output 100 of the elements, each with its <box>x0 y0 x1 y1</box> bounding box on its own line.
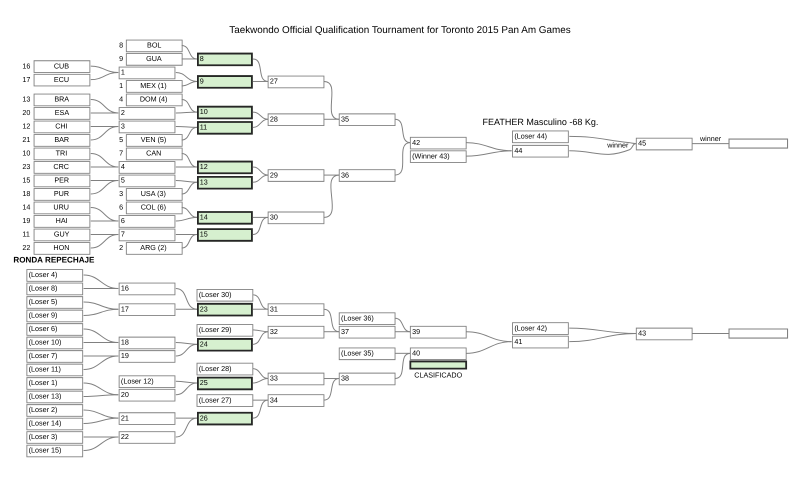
edge-label: winner <box>607 140 628 150</box>
legend-label: CLASIFICADO <box>414 370 462 380</box>
node-label: 1 <box>119 81 124 90</box>
node-box: 29 <box>268 169 324 182</box>
node-box: (Loser 30) <box>196 288 254 302</box>
node-label: 2 <box>119 243 124 252</box>
connector <box>175 418 198 419</box>
node-box: MEX (1) <box>126 80 183 93</box>
node-box: BAR <box>34 134 90 147</box>
node-box: (Loser 2) <box>26 404 84 417</box>
connector <box>323 174 340 176</box>
connector <box>83 342 119 344</box>
node-box: 18 <box>118 336 176 350</box>
edge-label: winner <box>700 134 722 144</box>
connector <box>252 80 269 82</box>
connector <box>466 341 512 354</box>
node-box: 41 <box>512 336 569 348</box>
label: FEATHER Masculino -68 Kg. <box>482 117 598 128</box>
connector <box>175 166 198 168</box>
node-box: 5 <box>118 174 176 188</box>
node-box: (Loser 12) <box>118 375 176 388</box>
node-box: (Loser 10) <box>26 336 84 350</box>
node-box <box>728 138 788 149</box>
connector <box>252 368 269 380</box>
node-box: 35 <box>338 113 396 126</box>
connector <box>568 328 637 334</box>
connector <box>90 234 119 248</box>
node-label: 16 <box>22 61 30 70</box>
connector <box>181 182 198 194</box>
node-box: (Loser 13) <box>26 390 84 404</box>
node-box: (Loser 4) <box>26 269 84 282</box>
connector <box>252 112 269 120</box>
node-box: 28 <box>268 113 324 126</box>
connector <box>90 207 119 222</box>
connector <box>90 152 119 168</box>
node-label: 15 <box>22 176 30 185</box>
node-box: (Loser 3) <box>26 431 84 444</box>
node-label: 4 <box>119 94 124 104</box>
connector <box>181 58 198 60</box>
node-box: (Loser 35) <box>338 347 396 360</box>
node-box: CHI <box>34 120 90 134</box>
node-box: 27 <box>268 76 324 88</box>
node-box: 17 <box>118 303 176 316</box>
node-label: 18 <box>22 189 30 198</box>
connector <box>692 143 730 144</box>
node-box: (Loser 44) <box>512 130 569 144</box>
node-box: 21 <box>118 412 176 425</box>
node-label: 3 <box>119 189 124 198</box>
node-box: 2 <box>118 107 176 120</box>
node-box: HON <box>34 242 90 255</box>
node-label: 14 <box>22 202 30 212</box>
connector <box>252 216 269 235</box>
node-box: 45 <box>636 138 693 150</box>
node-label: 23 <box>22 162 30 172</box>
node-box: 43 <box>636 328 693 340</box>
node-box: PER <box>34 174 90 188</box>
connector <box>83 418 119 424</box>
connector <box>323 118 340 120</box>
connector <box>83 394 119 398</box>
connector <box>181 207 198 218</box>
node-box: (Loser 27) <box>196 394 254 407</box>
connector <box>83 302 119 310</box>
connector <box>252 174 269 183</box>
node-box: GUY <box>34 228 90 242</box>
connector <box>394 352 411 380</box>
node-box: (Loser 5) <box>26 296 84 309</box>
connector <box>692 333 730 334</box>
connector <box>323 308 340 332</box>
node-box: 40 <box>410 347 467 360</box>
node-box: (Loser 42) <box>512 322 569 335</box>
node-box: (Loser 36) <box>338 312 396 325</box>
connector <box>175 234 198 235</box>
node-box: 34 <box>268 394 324 407</box>
node-box: 3 <box>118 120 176 134</box>
node-box: 42 <box>410 136 467 150</box>
connector <box>466 142 512 152</box>
connector <box>252 118 269 128</box>
connector <box>323 331 340 332</box>
connector <box>252 400 269 401</box>
connector <box>175 72 198 82</box>
node-label: 9 <box>119 54 124 64</box>
connector <box>83 436 119 452</box>
connector <box>83 308 119 316</box>
node-box: 36 <box>338 169 396 182</box>
node-box: 37 <box>338 326 396 338</box>
node-box: TRI <box>34 148 90 160</box>
connector <box>175 126 198 128</box>
node-box: BRA <box>34 94 90 106</box>
node-box: 16 <box>118 282 176 296</box>
connector <box>83 288 119 289</box>
connector <box>252 216 269 218</box>
connector <box>394 118 411 144</box>
connector <box>175 342 198 345</box>
label: RONDA REPECHAJE <box>13 256 94 265</box>
node-label: 8 <box>119 40 124 50</box>
node-box: 4 <box>118 161 176 174</box>
connector <box>394 142 411 176</box>
node-box: (Loser 28) <box>196 362 254 376</box>
connector <box>83 382 119 396</box>
diagram-title: Taekwondo Official Qualification Tournament for Toronto 2015 Pan Am Games <box>229 25 571 36</box>
